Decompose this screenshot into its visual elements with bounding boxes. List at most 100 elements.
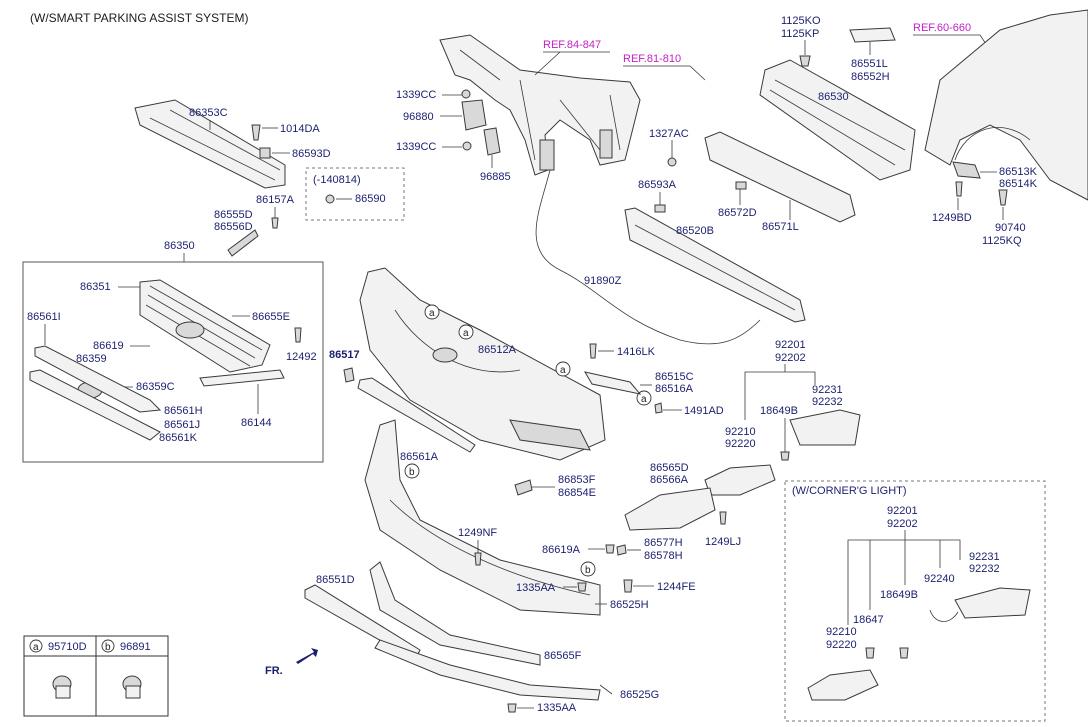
label-86556D: 86556D [214,221,253,233]
label-86578H: 86578H [644,550,683,562]
label-86566A: 86566A [650,474,689,486]
callout-a-1-text: a [429,308,435,319]
fog-cover-86565D [624,487,716,531]
label-1244FE: 1244FE [657,581,696,593]
label-18649B-a: 18649B [760,405,798,417]
label-1335AA-a: 1335AA [516,582,556,594]
legend-a-letter: a [33,642,39,653]
molding-86144 [199,369,285,387]
label-1249BD: 1249BD [932,212,972,224]
label-86565D: 86565D [650,462,689,474]
label-1491AD: 1491AD [684,405,724,417]
label-92232-a: 92232 [812,396,843,408]
label-86157A: 86157A [256,194,295,206]
callout-b-1 [404,463,420,479]
label-86561A: 86561A [400,451,439,463]
corner-lamp-bracket [954,587,1031,619]
label-92210-a: 92210 [725,426,756,438]
label-1249NF: 1249NF [458,527,497,539]
callout-a-4-text: a [641,394,647,405]
label-86572D: 86572D [718,207,757,219]
bolt-icon [799,55,811,67]
label-1339CC-b: 1339CC [396,141,436,153]
label-86512A: 86512A [478,344,517,356]
label-86593A: 86593A [638,179,677,191]
fog-lamp-bracket [789,409,861,446]
label-86590: 86590 [355,193,386,205]
front-arrow-icon [296,648,318,664]
label-86619A: 86619A [542,544,581,556]
grille-assembly-box [22,261,324,463]
ref-81-810[interactable]: REF.81-810 [623,53,681,65]
ref-84-847[interactable]: REF.84-847 [543,39,601,51]
label-86514K: 86514K [999,178,1038,190]
legend-b-part: 96891 [120,641,151,653]
label-86561K: 86561K [159,432,198,444]
label-86561J: 86561J [164,419,200,431]
label-92232-b: 92232 [969,563,1000,575]
corner-light-box [784,480,1046,722]
variant-box-140814 [305,167,405,221]
label-86551L: 86551L [851,58,888,70]
carrier-frame [439,34,641,176]
beam-86571L [704,131,856,223]
label-92220-a: 92220 [725,438,756,450]
callout-b-2 [580,561,596,577]
label-92220-b: 92220 [826,639,857,651]
label-1125KO: 1125KO [781,15,821,27]
label-86593D: 86593D [292,148,331,160]
label-86853F: 86853F [558,474,596,486]
label-92201-b: 92201 [887,505,918,517]
fender-panel [924,9,1088,201]
legend-b-letter: b [105,642,111,653]
ref-60-660[interactable]: REF.60-660 [913,22,971,34]
beam-86530 [759,59,916,181]
label-12492: 12492 [286,351,317,363]
diagram-title: (W/SMART PARKING ASSIST SYSTEM) [30,11,248,25]
label-86359C: 86359C [136,381,175,393]
callout-a-3-text: a [560,365,566,376]
label-86561I: 86561I [27,311,61,323]
legend-table: a 95710D b 96891 [23,635,169,717]
label-86144: 86144 [241,417,272,429]
label-86571L: 86571L [762,221,799,233]
label-92231-a: 92231 [812,384,843,396]
bracket-86853F [514,479,533,496]
fog-lamp-92210 [704,464,776,496]
clip-icon [667,157,677,167]
label-86516A: 86516A [655,383,694,395]
molding-86561A [357,377,476,453]
skid-86525G [374,639,601,701]
bracket-96880 [461,89,501,156]
callout-a-3 [555,361,571,377]
label-18649B-b: 18649B [880,589,918,601]
label-86530: 86530 [818,91,849,103]
label-92202-a: 92202 [775,352,806,364]
lower-bumper-86525H [364,419,601,616]
label-86577H: 86577H [644,537,683,549]
corner-title: (W/CORNER'G LIGHT) [792,485,907,497]
bumper-cover-86512A [359,267,606,461]
label-1416LK: 1416LK [617,346,656,358]
label-86525G: 86525G [620,689,659,701]
molding-86561J [29,369,161,441]
label-91890Z: 91890Z [584,275,622,287]
callout-a-1 [424,304,440,320]
label-140814: (-140814) [313,174,361,186]
callout-a-2-text: a [463,328,469,339]
label-86513K: 86513K [999,166,1038,178]
fr-label: FR. [265,665,283,677]
label-92231-b: 92231 [969,551,1000,563]
label-86353C: 86353C [189,107,228,119]
label-92240: 92240 [924,573,955,585]
label-86525H: 86525H [610,599,649,611]
label-1335AA-b: 1335AA [537,702,577,714]
label-86515C: 86515C [655,371,694,383]
legend-a-part: 95710D [48,641,87,653]
label-86619: 86619 [93,340,124,352]
label-86854E: 86854E [558,487,596,499]
label-86552H: 86552H [851,71,890,83]
bracket-86551L [849,27,896,43]
